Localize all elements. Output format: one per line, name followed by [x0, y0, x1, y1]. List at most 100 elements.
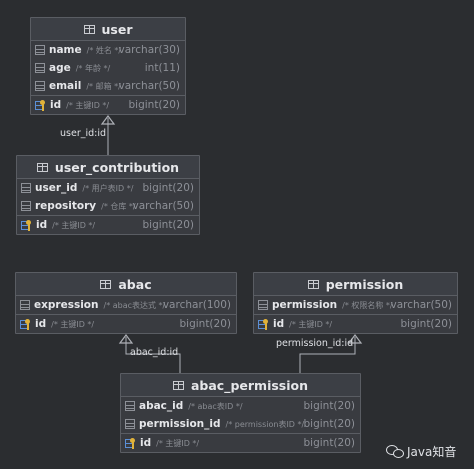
table-icon: [100, 279, 112, 289]
column-row[interactable]: user_id /* 用户表ID */ bigint(20): [17, 179, 199, 197]
column-type: varchar(50): [390, 299, 452, 311]
column-type: bigint(20): [142, 219, 195, 231]
primary-key-row[interactable]: id /* 主键ID */ bigint(20): [17, 215, 199, 234]
primary-key-row[interactable]: id /* 主键ID */ bigint(20): [121, 433, 360, 452]
primary-key-icon: [258, 318, 270, 330]
column-comment: /* 权限名称 */: [342, 300, 393, 310]
relation-label-permission-id: permission_id:id: [276, 338, 354, 349]
column-name: repository: [35, 200, 97, 212]
watermark-text: Java知音: [407, 445, 457, 459]
column-row[interactable]: abac_id /* abac表ID */ bigint(20): [121, 397, 360, 415]
column-type: bigint(20): [303, 400, 356, 412]
table-title: abac_permission: [190, 377, 309, 393]
column-type: bigint(20): [179, 318, 232, 330]
column-comment: /* 主键ID */: [66, 100, 110, 110]
table-title: permission: [325, 276, 404, 292]
column-type: bigint(20): [142, 182, 195, 194]
column-comment: /* abac表达式 */: [103, 300, 166, 310]
column-row[interactable]: email /* 邮箱 */ varchar(50): [31, 77, 185, 95]
watermark: Java知音: [386, 443, 456, 460]
column-type: varchar(50): [118, 80, 180, 92]
column-row[interactable]: expression /* abac表达式 */ varchar(100): [16, 296, 236, 314]
table-user[interactable]: user name /* 姓名 */ varchar(30) age /* 年龄…: [30, 17, 186, 115]
column-name: permission: [272, 299, 338, 311]
primary-key-icon: [20, 318, 32, 330]
arrow-head-abac: [118, 334, 134, 344]
column-comment: /* 年龄 */: [75, 63, 111, 73]
relation-label-user-id: user_id:id: [60, 128, 107, 139]
column-name: id: [140, 437, 152, 449]
column-comment: /* permission表ID */: [225, 419, 305, 429]
column-comment: /* 邮箱 */: [86, 81, 121, 91]
column-name: age: [49, 62, 71, 74]
column-type: varchar(30): [118, 44, 180, 56]
table-user-contribution[interactable]: user_contribution user_id /* 用户表ID */ bi…: [16, 155, 200, 235]
table-permission[interactable]: permission permission /* 权限名称 */ varchar…: [253, 272, 458, 334]
column-icon: [258, 300, 268, 310]
arrow-head-user: [100, 115, 116, 125]
column-row[interactable]: permission /* 权限名称 */ varchar(50): [254, 296, 457, 314]
primary-key-icon: [125, 437, 137, 449]
column-name: name: [49, 44, 82, 56]
column-icon: [125, 401, 135, 411]
column-type: bigint(20): [400, 318, 453, 330]
column-row[interactable]: age /* 年龄 */ int(11): [31, 59, 185, 77]
table-icon: [83, 24, 95, 34]
table-header: abac: [16, 273, 236, 296]
column-type: varchar(50): [132, 200, 194, 212]
table-abac-permission[interactable]: abac_permission abac_id /* abac表ID */ bi…: [120, 373, 361, 453]
column-name: id: [35, 318, 47, 330]
table-header: user: [31, 18, 185, 41]
column-row[interactable]: permission_id /* permission表ID */ bigint…: [121, 415, 360, 433]
table-header: permission: [254, 273, 457, 296]
primary-key-row[interactable]: id /* 主键ID */ bigint(20): [254, 314, 457, 333]
column-type: bigint(20): [128, 99, 181, 111]
column-name: id: [50, 99, 62, 111]
column-comment: /* 用户表ID */: [82, 183, 134, 193]
wechat-icon: [386, 444, 404, 459]
column-name: user_id: [35, 182, 78, 194]
column-icon: [20, 300, 30, 310]
table-header: user_contribution: [17, 156, 199, 179]
column-comment: /* 仓库 */: [101, 201, 136, 211]
column-comment: /* 主键ID */: [52, 220, 96, 230]
table-header: abac_permission: [121, 374, 360, 397]
column-name: expression: [34, 299, 99, 311]
column-comment: /* abac表ID */: [188, 401, 243, 411]
column-name: id: [36, 219, 48, 231]
column-name: email: [49, 80, 82, 92]
column-type: varchar(100): [162, 299, 231, 311]
primary-key-row[interactable]: id /* 主键ID */ bigint(20): [16, 314, 236, 333]
column-name: id: [273, 318, 285, 330]
column-name: abac_id: [139, 400, 184, 412]
column-comment: /* 主键ID */: [51, 319, 95, 329]
primary-key-row[interactable]: id /* 主键ID */ bigint(20): [31, 95, 185, 114]
relation-line-abac-id: [125, 337, 181, 373]
table-icon: [307, 279, 319, 289]
column-row[interactable]: repository /* 仓库 */ varchar(50): [17, 197, 199, 215]
column-icon: [125, 419, 135, 429]
column-row[interactable]: name /* 姓名 */ varchar(30): [31, 41, 185, 59]
relation-label-abac-id: abac_id:id: [130, 347, 179, 358]
table-icon: [172, 380, 184, 390]
column-icon: [35, 45, 45, 55]
column-type: bigint(20): [303, 418, 356, 430]
relation-line-permission-id: [299, 337, 356, 373]
column-comment: /* 主键ID */: [289, 319, 333, 329]
column-comment: /* 姓名 */: [86, 45, 122, 55]
table-title: user_contribution: [54, 159, 180, 175]
primary-key-icon: [21, 219, 33, 231]
table-title: abac: [118, 276, 152, 292]
column-comment: /* 主键ID */: [156, 438, 200, 448]
table-abac[interactable]: abac expression /* abac表达式 */ varchar(10…: [15, 272, 237, 334]
column-type: int(11): [144, 62, 180, 74]
column-icon: [21, 201, 31, 211]
column-name: permission_id: [139, 418, 221, 430]
column-type: bigint(20): [303, 437, 356, 449]
arrow-head-permission: [347, 334, 363, 344]
column-icon: [35, 63, 45, 73]
column-icon: [35, 81, 45, 91]
table-title: user: [101, 21, 133, 37]
column-icon: [21, 183, 31, 193]
